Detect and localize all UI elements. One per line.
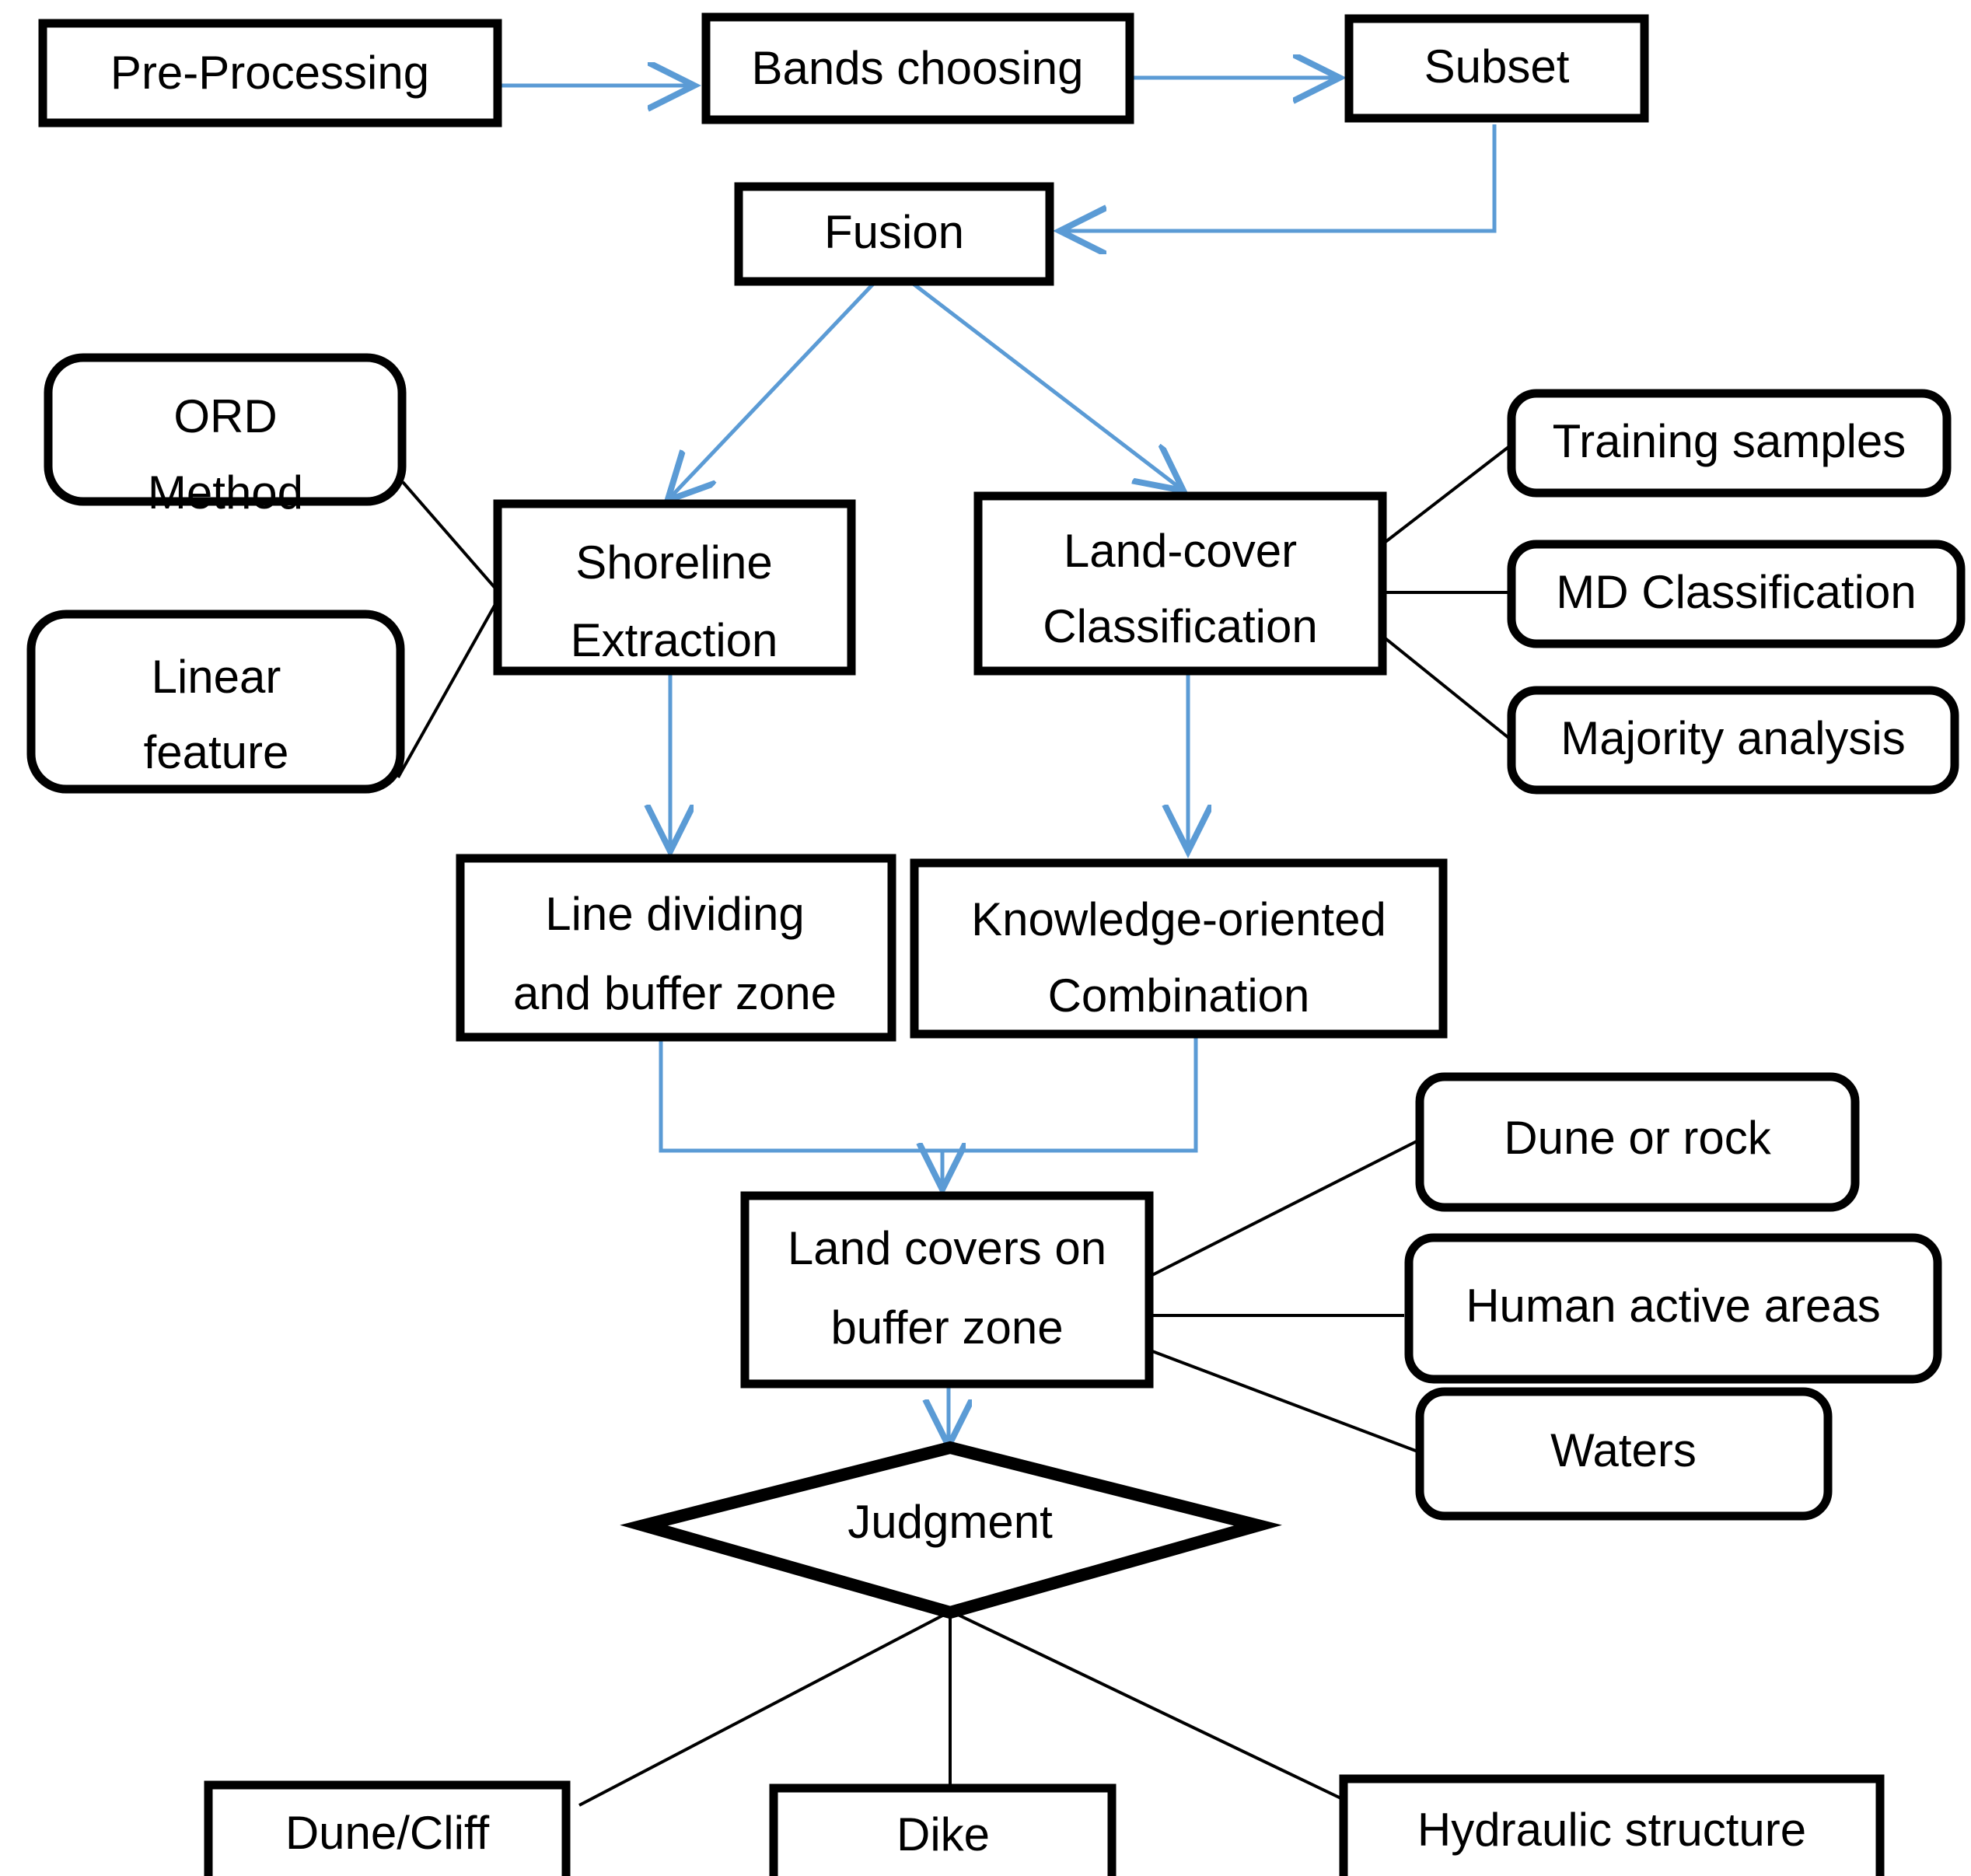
node-label-linear-feature-line2: feature [144, 726, 289, 778]
node-label-landcover-line1: Land-cover [1064, 525, 1297, 577]
node-label-fusion: Fusion [824, 206, 964, 258]
node-dike[interactable]: Dike [769, 1783, 1117, 1876]
node-label-landcovers-line1: Land covers on [788, 1222, 1106, 1274]
node-label-ord-method-line2: Method [148, 466, 303, 519]
node-label-dune-cliff: Dune/Cliff [285, 1807, 490, 1859]
node-label-pre-processing: Pre-Processing [110, 47, 429, 99]
node-label-shoreline-line1: Shoreline [575, 536, 773, 589]
node-subset[interactable]: Subset [1344, 14, 1649, 123]
node-label-knowledge-line2: Combination [1048, 969, 1310, 1022]
edge-subset-to-fusion [1064, 124, 1497, 231]
edge-judgment-to-hydraulic [954, 1612, 1369, 1813]
edge-linedividing-to-landcovers [659, 1037, 942, 1186]
edge-fusion-to-shoreline [670, 278, 879, 498]
edge-knowledge-to-landcovers [942, 1037, 1198, 1153]
node-label-hydraulic-structure: Hydraulic structure [1417, 1804, 1806, 1856]
node-label-training-samples: Training samples [1553, 415, 1906, 467]
node-line-dividing[interactable]: Line dividing and buffer zone [456, 854, 896, 1042]
node-judgment[interactable]: Judgment [620, 1441, 1282, 1619]
node-label-dike: Dike [896, 1808, 990, 1860]
node-dune-cliff[interactable]: Dune/Cliff [204, 1780, 571, 1876]
edge-landcover-to-training [1381, 443, 1513, 546]
node-label-linedividing-line2: and buffer zone [513, 967, 837, 1019]
node-label-waters: Waters [1550, 1424, 1697, 1476]
node-majority-analysis[interactable]: Majority analysis [1507, 686, 1959, 795]
node-waters[interactable]: Waters [1415, 1387, 1833, 1521]
edge-landcovers-to-waters [1151, 1350, 1421, 1454]
node-label-md-classification: MD Classification [1556, 566, 1916, 618]
node-label-subset: Subset [1424, 40, 1570, 93]
node-hydraulic-structure[interactable]: Hydraulic structure [1339, 1774, 1885, 1876]
edge-judgment-to-dunecliff [578, 1612, 948, 1807]
node-land-covers-buffer[interactable]: Land covers on buffer zone [740, 1191, 1154, 1389]
node-pre-processing[interactable]: Pre-Processing [38, 19, 502, 128]
node-label-shoreline-line2: Extraction [571, 614, 778, 666]
edge-fusion-to-landcover [907, 278, 1180, 488]
node-bands-choosing[interactable]: Bands choosing [701, 12, 1134, 124]
node-dune-or-rock[interactable]: Dune or rock [1415, 1072, 1860, 1212]
node-training-samples[interactable]: Training samples [1507, 389, 1952, 498]
node-fusion[interactable]: Fusion [734, 182, 1054, 286]
node-label-judgment: Judgment [847, 1496, 1053, 1548]
edge-landcovers-to-dune [1151, 1140, 1417, 1277]
node-label-landcovers-line2: buffer zone [830, 1301, 1063, 1354]
node-ord-method[interactable]: ORD Method [44, 353, 407, 519]
node-label-bands-choosing: Bands choosing [752, 42, 1084, 94]
node-md-classification[interactable]: MD Classification [1507, 540, 1966, 648]
edge-landcover-to-majority [1381, 634, 1513, 742]
node-label-linear-feature-line1: Linear [152, 651, 281, 703]
node-label-human-active-areas: Human active areas [1466, 1280, 1881, 1332]
node-label-knowledge-line1: Knowledge-oriented [971, 893, 1386, 945]
node-label-majority-analysis: Majority analysis [1560, 712, 1905, 764]
node-label-linedividing-line1: Line dividing [545, 888, 805, 940]
node-shoreline-extraction[interactable]: Shoreline Extraction [493, 499, 856, 676]
node-land-cover-classification[interactable]: Land-cover Classification [973, 491, 1387, 676]
node-knowledge-combination[interactable]: Knowledge-oriented Combination [910, 858, 1448, 1039]
node-human-active-areas[interactable]: Human active areas [1404, 1233, 1942, 1384]
node-label-landcover-line2: Classification [1043, 600, 1317, 652]
node-linear-feature[interactable]: Linear feature [26, 610, 405, 794]
node-label-dune-or-rock: Dune or rock [1504, 1112, 1771, 1164]
edge-ord-to-shoreline [401, 480, 499, 592]
node-label-ord-method-line1: ORD [173, 390, 277, 442]
edge-linear-to-shoreline [397, 599, 499, 778]
